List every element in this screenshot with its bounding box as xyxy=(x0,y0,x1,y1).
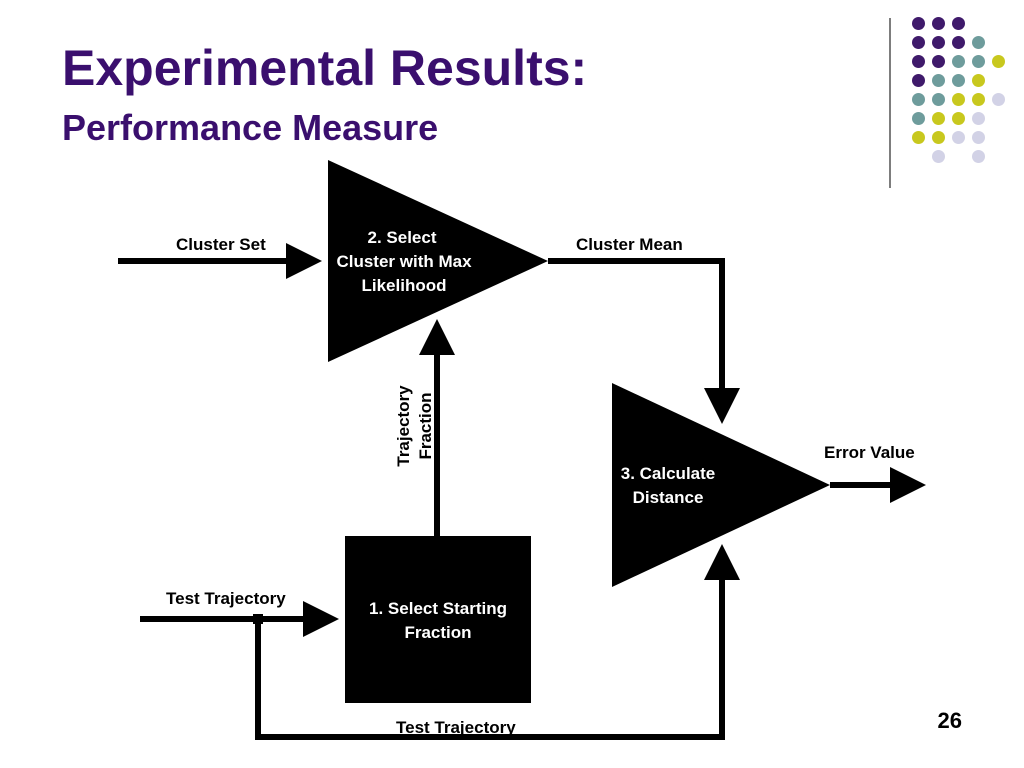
decorative-dot xyxy=(912,131,925,144)
cluster-mean-label: Cluster Mean xyxy=(576,235,683,254)
test-trajectory-branch-arrow xyxy=(255,544,740,740)
decorative-dot xyxy=(952,36,965,49)
trajectory-fraction-line-1: Trajectory xyxy=(394,385,413,467)
decorative-dot xyxy=(912,55,925,68)
select-fraction-box xyxy=(345,536,531,703)
decorative-dot xyxy=(912,112,925,125)
decorative-dot xyxy=(952,131,965,144)
branch-junction xyxy=(253,614,263,624)
decorative-dot xyxy=(992,55,1005,68)
cluster-mean-arrow xyxy=(548,258,740,424)
slide-title: Experimental Results: xyxy=(62,40,588,96)
decorative-dot xyxy=(952,112,965,125)
decorative-dot xyxy=(972,55,985,68)
select-cluster-text-3: Likelihood xyxy=(362,276,447,295)
decorative-dot xyxy=(952,74,965,87)
decorative-dot xyxy=(972,93,985,106)
decorative-dot xyxy=(912,74,925,87)
decorative-dot xyxy=(912,93,925,106)
trajectory-fraction-line-2: Fraction xyxy=(416,392,435,459)
decorative-dot xyxy=(952,17,965,30)
cluster-set-label: Cluster Set xyxy=(176,235,266,254)
select-cluster-text-2: Cluster with Max xyxy=(336,252,472,271)
decorative-dot xyxy=(952,93,965,106)
trajectory-fraction-label: Trajectory Fraction xyxy=(394,385,435,467)
select-cluster-triangle xyxy=(328,160,548,362)
decorative-dot xyxy=(932,17,945,30)
decorative-dot xyxy=(932,93,945,106)
decorative-dot xyxy=(952,55,965,68)
decorative-dot xyxy=(932,112,945,125)
test-trajectory-input-label: Test Trajectory xyxy=(166,589,286,608)
slide-subtitle: Performance Measure xyxy=(62,107,439,148)
select-fraction-text-1: 1. Select Starting xyxy=(369,599,507,618)
select-cluster-text-1: 2. Select xyxy=(368,228,437,247)
test-trajectory-bottom-label: Test Trajectory xyxy=(396,718,516,737)
decorative-dot xyxy=(972,131,985,144)
decorative-dot xyxy=(972,150,985,163)
error-value-label: Error Value xyxy=(824,443,915,462)
decorative-dot xyxy=(972,74,985,87)
decorative-dot-grid xyxy=(0,0,1024,200)
decorative-dot xyxy=(972,112,985,125)
decorative-dot xyxy=(912,17,925,30)
decorative-dot xyxy=(932,74,945,87)
calculate-distance-text-1: 3. Calculate xyxy=(621,464,716,483)
select-fraction-text-2: Fraction xyxy=(404,623,471,642)
decorative-dot xyxy=(932,55,945,68)
decorative-dot xyxy=(932,36,945,49)
decorative-dot xyxy=(992,93,1005,106)
calculate-distance-text-2: Distance xyxy=(633,488,704,507)
decorative-dot xyxy=(912,36,925,49)
page-number: 26 xyxy=(937,708,962,733)
decorative-dot xyxy=(932,131,945,144)
decorative-dot xyxy=(932,150,945,163)
calculate-distance-triangle xyxy=(612,383,830,587)
decorative-divider-line xyxy=(889,18,891,188)
decorative-dot xyxy=(972,36,985,49)
